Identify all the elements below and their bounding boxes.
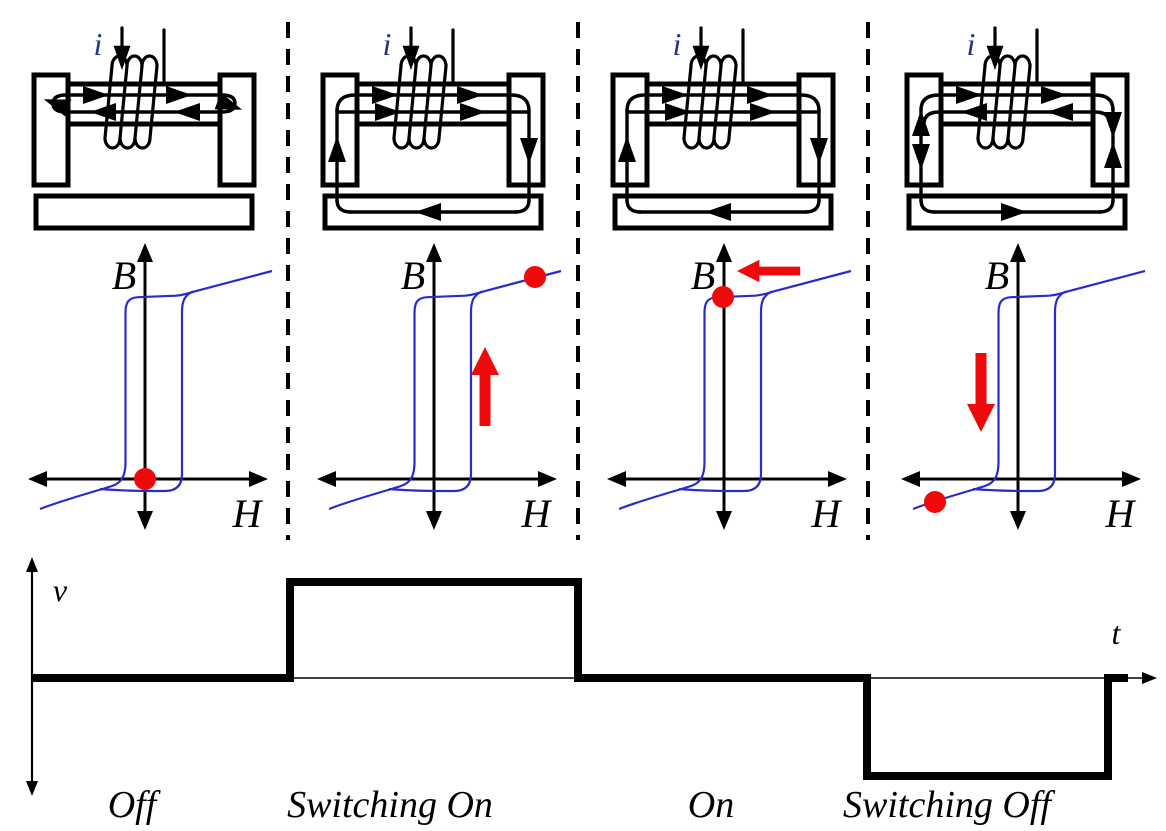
current-label: i xyxy=(673,26,682,62)
voltage-trace xyxy=(32,578,1128,780)
core-frames xyxy=(323,75,543,228)
current-label: i xyxy=(383,26,392,62)
operating-point-dot xyxy=(524,266,546,288)
b-axis-label: B xyxy=(112,253,136,298)
h-axis-label: H xyxy=(521,491,553,536)
b-axis-label: B xyxy=(691,253,715,298)
current-label: i xyxy=(94,26,103,62)
bh-axes xyxy=(901,243,1141,530)
panel-on: i B H xyxy=(607,26,853,536)
state-label-on: On xyxy=(688,784,734,826)
h-axis-label: H xyxy=(811,491,843,536)
core-frames xyxy=(907,75,1127,228)
switching-direction-arrow-up-icon xyxy=(471,347,499,426)
v-axis-arrow-down-icon xyxy=(26,781,38,796)
panel-switching-off: i B H xyxy=(901,26,1147,536)
t-axis-arrow-icon xyxy=(1142,672,1157,684)
operating-point-dot xyxy=(134,468,156,490)
current-label: i xyxy=(967,26,976,62)
state-label-switching-on: Switching On xyxy=(287,784,493,826)
state-label-off: Off xyxy=(108,784,161,826)
bh-axes xyxy=(607,243,847,530)
b-axis-label: B xyxy=(401,253,425,298)
state-label-switching-off: Switching Off xyxy=(843,784,1055,826)
h-axis-label: H xyxy=(232,491,264,536)
operating-point-dot xyxy=(924,491,946,513)
hysteresis-curve xyxy=(911,269,1147,511)
h-axis-label: H xyxy=(1105,491,1137,536)
b-axis-label: B xyxy=(985,253,1009,298)
voltage-waveform: v t Off Switching On On Switching Off xyxy=(26,557,1157,826)
bh-axes xyxy=(317,243,557,530)
panel-switching-on: i B H xyxy=(317,26,563,536)
v-axis-label: v xyxy=(53,572,68,608)
t-axis-label: t xyxy=(1112,615,1122,651)
core-frames xyxy=(613,75,833,228)
operating-point-dot xyxy=(712,286,734,308)
hysteresis-curve xyxy=(327,269,563,511)
hysteresis-curve xyxy=(617,269,853,511)
switching-direction-arrow-down-icon xyxy=(967,353,995,432)
v-axis-arrow-up-icon xyxy=(26,557,38,572)
hysteresis-curve xyxy=(38,269,274,511)
panel-off: i B H xyxy=(28,26,274,536)
switching-direction-arrow-left-icon xyxy=(737,259,801,283)
